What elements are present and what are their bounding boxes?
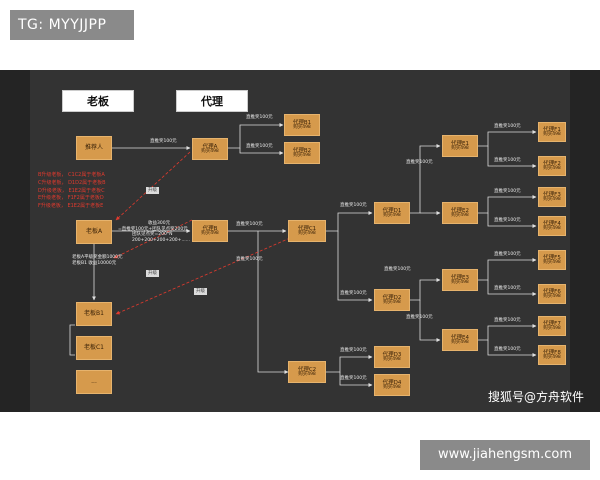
node-agent-f4: 代理F4 购买498 — [538, 216, 566, 236]
rule-3: D升级老板， E1E2属于老板C — [38, 187, 105, 194]
boss-earnings-note: 老板A平级奖金额1000元 老板B1 收益10000元 — [72, 255, 123, 266]
rule-2: C升级老板， D1D2属于老板B — [38, 179, 106, 186]
header-agent: 代理 — [176, 90, 248, 112]
edge-d2-e4 — [419, 300, 441, 342]
url-badge: www.jiahengsm.com — [420, 440, 590, 470]
edge-label: 直推奖100元 — [494, 124, 521, 129]
edge-label: 直推奖100元 — [246, 115, 273, 120]
node-agent-d2: 代理D2 购买498 — [374, 289, 410, 311]
edge-label: 直推奖100元 — [494, 347, 521, 352]
edge-boss-column — [69, 324, 75, 356]
edge-label: 直推奖100元 — [384, 267, 411, 272]
edge-label: 直推奖100元 — [246, 144, 273, 149]
edge-label: 直推奖100元 — [406, 160, 433, 165]
earnings-line-2: 老板B1 收益10000元 — [72, 260, 117, 266]
boss-income-note: 收益300元 =直推奖100元+团队见点奖200元 团队见点奖=200*N 20… — [118, 221, 190, 244]
income-line-3: 团队见点奖=200*N — [132, 232, 173, 238]
upgrade-arrow-a — [115, 151, 191, 221]
upgrade-rules: B升级老板， C1C2属于老板A C升级老板， D1D2属于老板B D升级老板，… — [38, 172, 106, 211]
node-boss-a: 老板A — [76, 220, 112, 244]
upgrade-arrow-b — [113, 219, 193, 259]
edge-label: 直推奖100元 — [340, 376, 367, 381]
node-agent-e4: 代理E4 购买498 — [442, 329, 478, 351]
edge-c1-d2 — [337, 231, 373, 302]
edge-label: 直推奖100元 — [406, 315, 433, 320]
node-boss-more: ... — [76, 370, 112, 394]
edge-label: 直推奖100元 — [494, 318, 521, 323]
node-agent-c1: 代理C1 购买498 — [288, 220, 326, 242]
upgrade-tag: 升级 — [146, 187, 159, 194]
income-line-4: 200+200+200+200+...... — [132, 237, 191, 243]
panel-border-right — [570, 70, 600, 412]
node-agent-f6: 代理F6 购买498 — [538, 284, 566, 304]
sohu-watermark: 搜狐号@方舟软件 — [488, 390, 585, 404]
edge-label: 直推奖100元 — [150, 139, 177, 144]
node-boss-c1: 老板C1 — [76, 336, 112, 360]
rule-1: B升级老板， C1C2属于老板A — [38, 172, 105, 178]
node-agent-f3: 代理F3 购买498 — [538, 187, 566, 207]
rule-4: E升级老板， F1F2属于老板D — [38, 195, 104, 202]
node-referrer-a: 推荐人 — [76, 136, 112, 160]
node-agent-f1: 代理F1 购买498 — [538, 122, 566, 142]
node-agent-f5: 代理F5 购买498 — [538, 250, 566, 270]
edge-label: 直推奖100元 — [236, 257, 263, 262]
node-agent-c2: 代理C2 购买498 — [288, 361, 326, 383]
tg-badge: TG: MYYJJPP — [10, 10, 134, 40]
edge-e1-f2 — [487, 146, 537, 168]
node-agent-a: 代理A 购买498 — [192, 138, 228, 160]
edge-c2-d4 — [339, 372, 373, 387]
connector-lines — [69, 123, 537, 387]
node-agent-b: 代理B 购买498 — [192, 220, 228, 242]
node-agent-f2: 代理F2 购买498 — [538, 156, 566, 176]
edge-label: 直推奖100元 — [340, 348, 367, 353]
edge-d2-e3 — [410, 278, 441, 301]
edge-d1-e1 — [410, 144, 441, 214]
node-boss-b1: 老板B1 — [76, 302, 112, 326]
upgrade-tag: 升级 — [194, 288, 207, 295]
edge-e4-f7 — [478, 324, 537, 341]
diagram-panel: 老板 代理 推荐人 老板A 老板B1 老板C1 ... 代理A 购买498 代理… — [0, 70, 600, 412]
panel-border-left — [0, 70, 30, 412]
header-boss: 老板 — [62, 90, 134, 112]
edge-agent-a-b1 — [228, 123, 284, 149]
income-line-2: =直推奖100元+团队见点奖200元 — [118, 226, 188, 232]
edge-e3-f5 — [478, 258, 537, 281]
edge-agent-b-c2 — [257, 231, 289, 374]
edge-label: 直推奖100元 — [494, 218, 521, 223]
node-agent-f8: 代理F8 购买498 — [538, 345, 566, 365]
earnings-line-1: 老板A平级奖金额1000元 — [72, 255, 123, 260]
edge-e2-f3 — [478, 195, 537, 214]
node-agent-d3: 代理D3 购买498 — [374, 346, 410, 368]
edge-e4-f8 — [487, 340, 537, 357]
edge-e3-f6 — [487, 280, 537, 296]
edge-e2-f4 — [487, 213, 537, 228]
node-agent-e3: 代理E3 购买498 — [442, 269, 478, 291]
edge-c2-d3 — [326, 355, 373, 373]
income-line-1: 收益300元 — [148, 221, 171, 226]
edge-label: 直推奖100元 — [494, 286, 521, 291]
edge-label: 直推奖100元 — [236, 222, 263, 227]
edge-label: 直推奖100元 — [494, 158, 521, 163]
node-agent-f7: 代理F7 购买498 — [538, 316, 566, 336]
rule-5: F升级老板， E1E2属于老板E — [38, 203, 104, 209]
node-agent-b2: 代理B2 购买498 — [284, 142, 320, 164]
upgrade-tag: 升级 — [146, 270, 159, 277]
edge-c1-d1 — [326, 211, 373, 232]
edge-label: 直推奖100元 — [340, 291, 367, 296]
edge-label: 直推奖100元 — [494, 189, 521, 194]
edge-agent-a-b2 — [239, 148, 284, 155]
edge-label: 直推奖100元 — [340, 203, 367, 208]
upgrade-arrow-c — [115, 237, 291, 315]
edge-label: 直推奖100元 — [494, 252, 521, 257]
node-agent-e1: 代理E1 购买498 — [442, 135, 478, 157]
node-agent-b1: 代理B1 购买498 — [284, 114, 320, 136]
node-agent-e2: 代理E2 购买498 — [442, 202, 478, 224]
node-agent-d4: 代理D4 购买498 — [374, 374, 410, 396]
node-agent-d1: 代理D1 购买498 — [374, 202, 410, 224]
edge-e1-f1 — [478, 130, 537, 147]
